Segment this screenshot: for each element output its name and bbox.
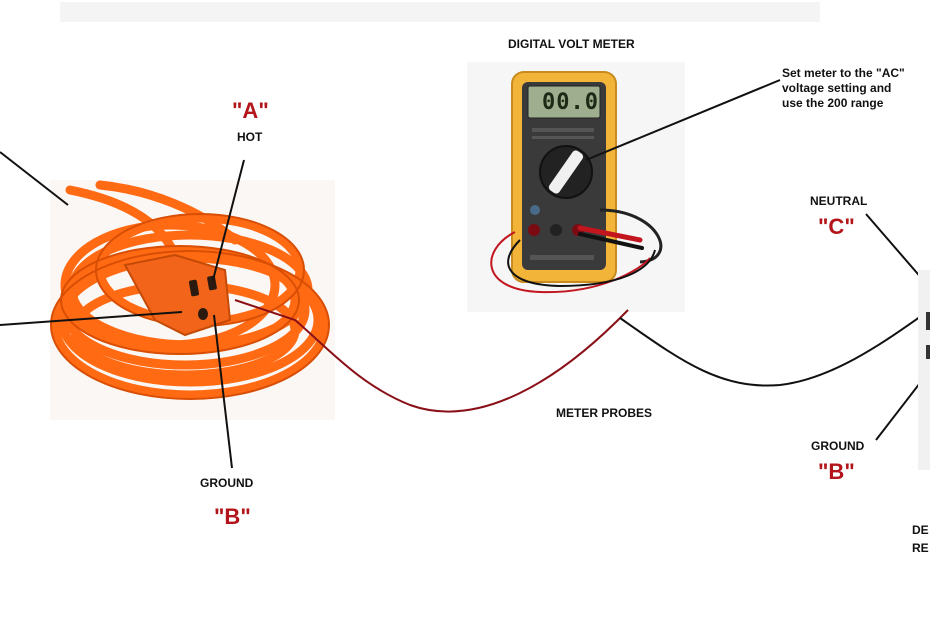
meter-title: DIGITAL VOLT METER [508,37,635,51]
extension-cord-icon [50,180,335,420]
cut-off-label-2: RE [912,541,929,555]
hot-letter: "A" [232,98,269,123]
neutral-letter: "C" [818,214,855,239]
cut-off-label-1: DE [912,523,929,537]
ground-right-label: GROUND [811,439,865,453]
hot-label: HOT [237,130,263,144]
multimeter-icon [467,62,685,312]
ground-left-letter: "B" [214,504,251,529]
red-probe-wire [234,299,629,413]
black-probe-wire [619,309,930,387]
ground-left-label: GROUND [200,476,254,490]
faded-watermark-band [60,2,820,22]
meter-display-reading: 00.0 [542,90,599,115]
neutral-label: NEUTRAL [810,194,868,208]
instruction-line-1: Set meter to the "AC" [782,66,905,80]
receptacle-edge-icon [918,270,930,470]
meter-instruction: Set meter to the "AC" voltage setting an… [782,66,905,111]
meter-probes-label: METER PROBES [556,406,653,420]
instruction-line-2: voltage setting and [782,81,892,95]
instruction-line-3: use the 200 range [782,96,884,110]
ground-right-letter: "B" [818,459,855,484]
